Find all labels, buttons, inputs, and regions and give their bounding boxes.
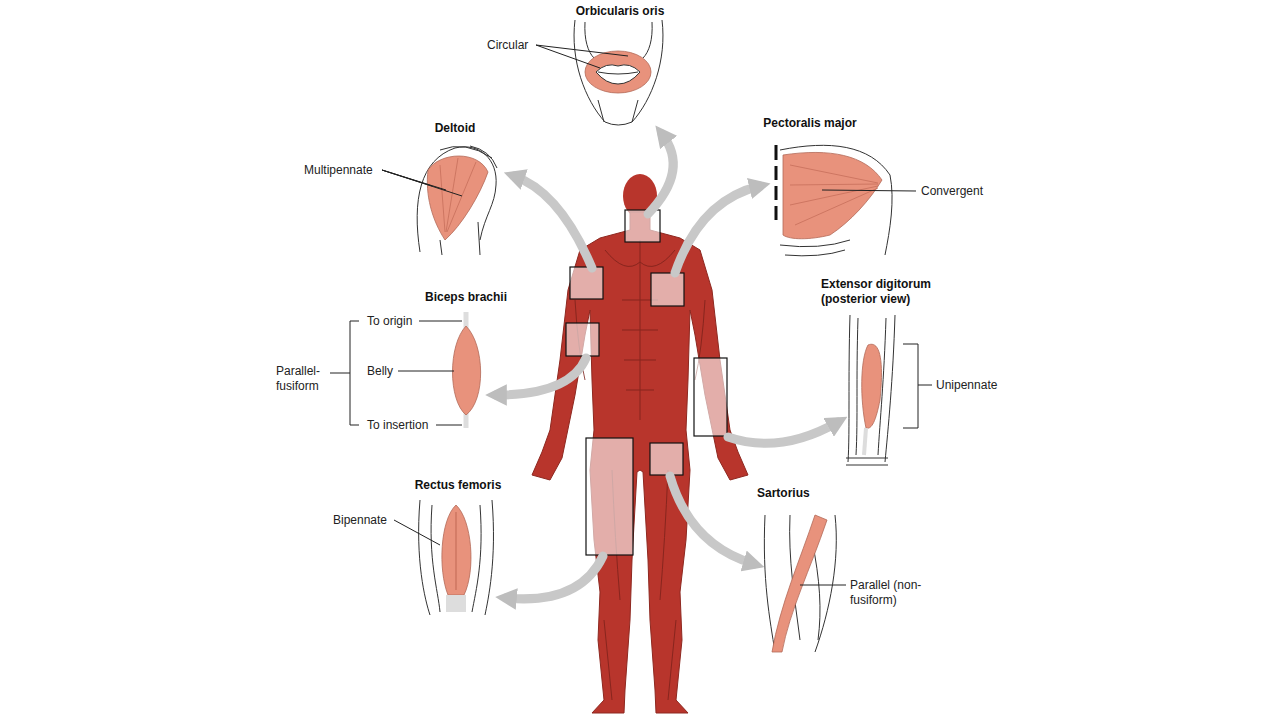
leader-lines — [330, 45, 932, 585]
shape-label: Parallel (non-fusiform) — [850, 578, 942, 608]
panel-title: Extensor digitorum (posterior view) — [821, 277, 949, 307]
shape-label: Convergent — [921, 184, 983, 199]
lips-inset — [574, 20, 663, 125]
panel-title: Biceps brachii — [425, 290, 507, 305]
shape-label: Circular — [487, 38, 528, 53]
shape-label: Unipennate — [936, 378, 997, 393]
forearm-inset — [846, 315, 895, 465]
shape-label: To insertion — [367, 418, 428, 433]
shape-label: To origin — [367, 314, 412, 329]
panel-title: Pectoralis major — [763, 116, 856, 131]
shape-label: Multipennate — [304, 163, 373, 178]
deltoid-inset — [417, 146, 497, 255]
shape-label: Parallel- fusiform — [276, 364, 332, 394]
panel-title: Orbicularis oris — [576, 4, 665, 19]
shape-label: Bipennate — [333, 513, 387, 528]
biceps-inset — [453, 312, 481, 428]
panel-title: Deltoid — [435, 121, 476, 136]
sartorius-inset — [764, 515, 836, 652]
shape-label: Belly — [367, 364, 393, 379]
panel-title: Rectus femoris — [415, 478, 502, 493]
body-figure — [532, 174, 748, 713]
pectoral-inset — [776, 145, 892, 256]
thigh-inset — [419, 500, 494, 615]
panel-title: Sartorius — [757, 486, 810, 501]
